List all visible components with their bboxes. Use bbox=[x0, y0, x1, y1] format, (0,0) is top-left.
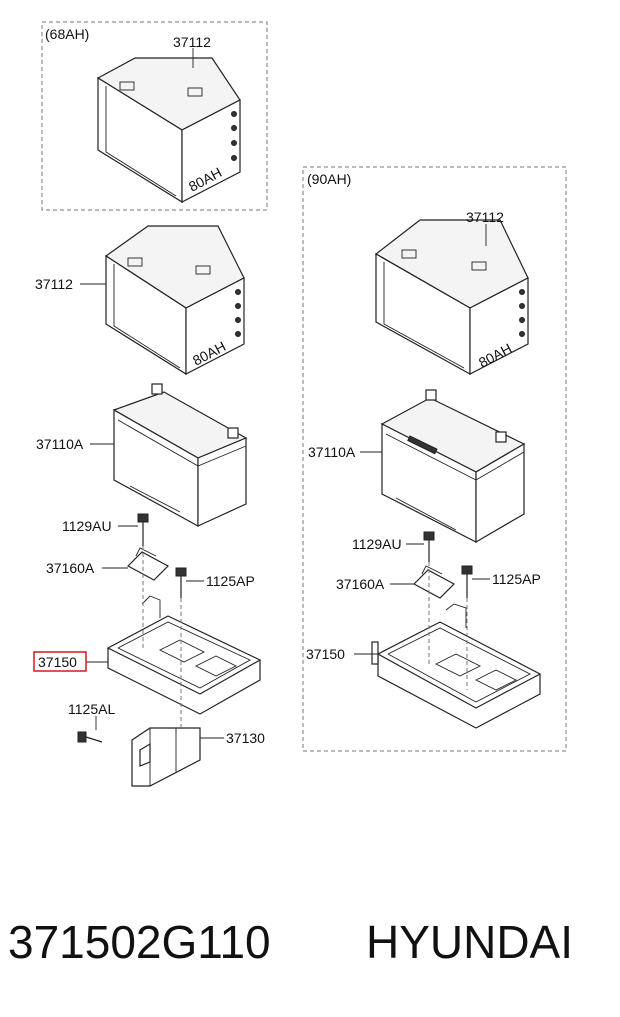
battery-68ah bbox=[112, 383, 248, 528]
callout-37110a-right: 37110A bbox=[308, 444, 356, 460]
battery-tray-base-right bbox=[371, 603, 542, 729]
callout-1125al-left: 1125AL bbox=[68, 701, 115, 717]
part-number: 371502G110 bbox=[8, 916, 271, 968]
battery-90ah bbox=[380, 389, 526, 544]
battery-clamp-right bbox=[413, 565, 455, 599]
bolt-1125ap-right bbox=[461, 565, 473, 598]
callout-1125ap-left: 1125AP bbox=[206, 573, 255, 589]
battery-clamp-left bbox=[127, 547, 169, 581]
callout-1125ap-right: 1125AP bbox=[492, 571, 541, 587]
bolt-1129au-right bbox=[423, 531, 435, 562]
callout-37150-left: 37150 bbox=[38, 654, 77, 670]
callout-37110a-left: 37110A bbox=[36, 436, 84, 452]
callout-1129au-left: 1129AU bbox=[62, 518, 112, 534]
group-box-90ah bbox=[302, 166, 567, 752]
callout-37112-right: 37112 bbox=[466, 209, 504, 225]
battery-tray-left: 80AH bbox=[104, 225, 245, 376]
group-label-90ah: (90AH) bbox=[307, 171, 351, 187]
callout-37130-left: 37130 bbox=[226, 730, 265, 746]
group-box-68ah bbox=[41, 21, 268, 211]
callout-37150-right: 37150 bbox=[306, 646, 345, 662]
callout-37160a-right: 37160A bbox=[336, 576, 385, 592]
bolt-1129au-left bbox=[137, 513, 149, 546]
bolt-1125ap-left bbox=[175, 567, 187, 598]
battery-tray-68ah: 80AH bbox=[96, 57, 241, 204]
brand-name: HYUNDAI bbox=[366, 916, 573, 968]
battery-tray-90ah: 80AH bbox=[374, 219, 529, 376]
bolt-1125al-left bbox=[77, 731, 103, 743]
battery-bracket-left bbox=[131, 727, 201, 787]
group-label-68ah: (68AH) bbox=[45, 26, 89, 42]
callout-37112-top: 37112 bbox=[173, 34, 211, 50]
callout-37112-left: 37112 bbox=[35, 276, 73, 292]
callout-1129au-right: 1129AU bbox=[352, 536, 402, 552]
callout-37160a-left: 37160A bbox=[46, 560, 95, 576]
highlight-box-37150 bbox=[33, 651, 87, 672]
battery-tray-base-left bbox=[106, 595, 262, 715]
